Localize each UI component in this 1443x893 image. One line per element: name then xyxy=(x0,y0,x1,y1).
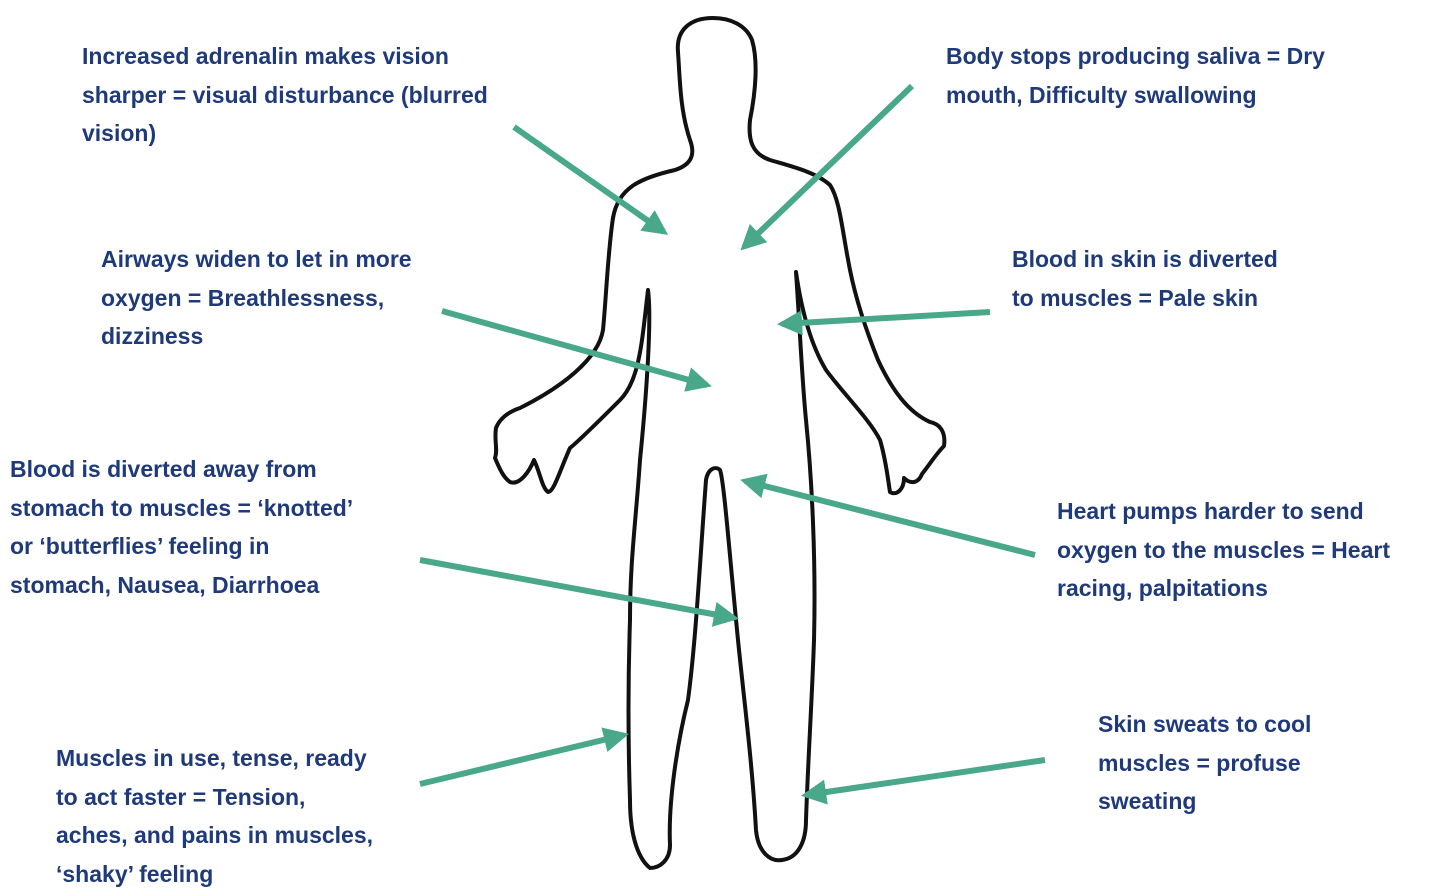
body-outline xyxy=(495,18,944,868)
callout-line: sharper = visual disturbance (blurred xyxy=(82,76,488,115)
arrow-sweat xyxy=(806,760,1045,795)
callout-line: racing, palpitations xyxy=(1057,569,1390,608)
callout-line: vision) xyxy=(82,114,488,153)
callout-muscles: Muscles in use, tense, ready to act fast… xyxy=(56,739,373,893)
callout-line: Increased adrenalin makes vision xyxy=(82,37,488,76)
callout-line: Skin sweats to cool xyxy=(1098,705,1311,744)
arrow-saliva xyxy=(744,86,912,247)
arrow-stomach xyxy=(420,560,734,618)
callout-airways: Airways widen to let in more oxygen = Br… xyxy=(101,240,412,356)
callout-line: dizziness xyxy=(101,317,412,356)
callout-line: Airways widen to let in more xyxy=(101,240,412,279)
callout-line: Blood in skin is diverted xyxy=(1012,240,1278,279)
callout-line: Muscles in use, tense, ready xyxy=(56,739,373,778)
callout-vision: Increased adrenalin makes vision sharper… xyxy=(82,37,488,153)
callout-saliva: Body stops producing saliva = Dry mouth,… xyxy=(946,37,1325,114)
callout-line: to act faster = Tension, xyxy=(56,778,373,817)
callout-sweat: Skin sweats to cool muscles = profuse sw… xyxy=(1098,705,1311,821)
arrow-muscles xyxy=(420,735,624,784)
callout-line: Heart pumps harder to send xyxy=(1057,492,1390,531)
callout-line: to muscles = Pale skin xyxy=(1012,279,1278,318)
callout-line: Blood is diverted away from xyxy=(10,450,353,489)
callout-line: muscles = profuse xyxy=(1098,744,1311,783)
callout-line: or ‘butterflies’ feeling in xyxy=(10,527,353,566)
arrow-skin xyxy=(782,312,990,324)
callout-line: oxygen = Breathlessness, xyxy=(101,279,412,318)
callout-line: Body stops producing saliva = Dry xyxy=(946,37,1325,76)
callout-line: ‘shaky’ feeling xyxy=(56,855,373,893)
callout-line: stomach, Nausea, Diarrhoea xyxy=(10,566,353,605)
callout-line: stomach to muscles = ‘knotted’ xyxy=(10,489,353,528)
callout-skin: Blood in skin is diverted to muscles = P… xyxy=(1012,240,1278,317)
callout-line: sweating xyxy=(1098,782,1311,821)
callout-line: aches, and pains in muscles, xyxy=(56,816,373,855)
callout-line: mouth, Difficulty swallowing xyxy=(946,76,1325,115)
callout-heart: Heart pumps harder to send oxygen to the… xyxy=(1057,492,1390,608)
callout-line: oxygen to the muscles = Heart xyxy=(1057,531,1390,570)
callout-stomach: Blood is diverted away from stomach to m… xyxy=(10,450,353,604)
